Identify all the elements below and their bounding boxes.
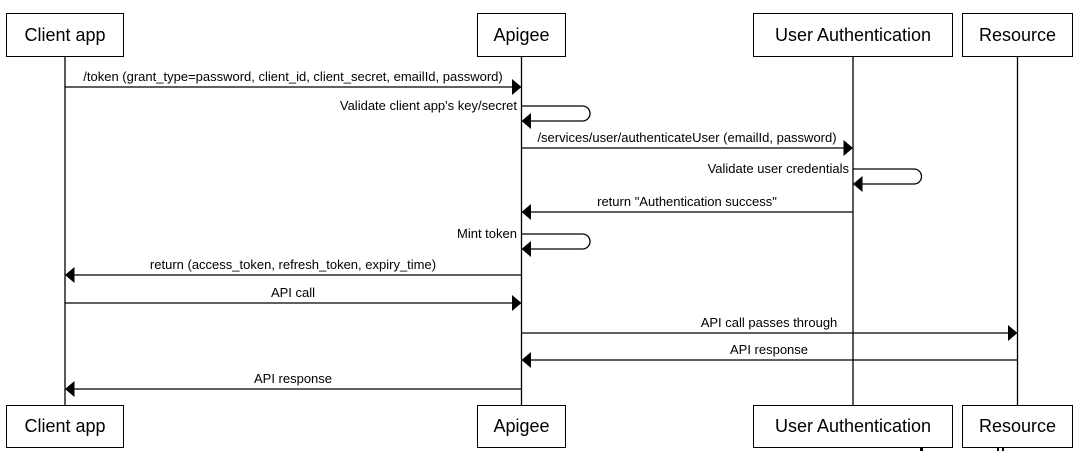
message-label-mint-token: Mint token [457,226,517,241]
message-label-api-passthrough: API call passes through [700,315,838,330]
arrowhead-left [521,241,531,257]
arrowhead-right [843,140,853,156]
actor-box-user-authentication-top: User Authentication [753,13,953,57]
arrowhead-right [512,295,522,311]
arrowhead-left [521,352,531,368]
message-label-validate-key-secret: Validate client app's key/secret [339,98,517,113]
actor-box-client-app-bottom: Client app [6,405,124,448]
actor-box-apigee-bottom: Apigee [477,405,566,448]
arrowhead-left [521,113,531,129]
message-label-auth-success: return "Authentication success" [597,194,777,209]
message-label-api-response-client: API response [253,371,333,386]
arrowhead-left [65,267,75,283]
validate-key-secret-self-call-loop [521,105,591,122]
actor-box-client-app-top: Client app [6,13,124,57]
message-label-authenticate-user: /services/user/authenticateUser (emailId… [537,130,837,145]
actor-box-resource-top: Resource [962,13,1073,57]
message-label-token-return: return (access_token, refresh_token, exp… [149,257,437,272]
actor-box-resource-bottom: Resource [962,405,1073,448]
arrowhead-right [1008,325,1018,341]
cropped-text-fragment [997,447,999,451]
validate-credentials-self-call-loop [853,168,923,185]
message-label-api-response: API response [729,342,809,357]
arrowhead-left [853,176,863,192]
message-label-api-call: API call [270,285,316,300]
message-label-token-request: /token (grant_type=password, client_id, … [83,69,503,84]
arrowhead-left [65,381,75,397]
cropped-text-fragment [1002,447,1004,451]
cropped-text-fragment [920,447,923,451]
actor-box-apigee-top: Apigee [477,13,566,57]
actor-box-user-authentication-bottom: User Authentication [753,405,953,448]
message-label-validate-credentials: Validate user credentials [707,161,849,176]
arrowhead-right [512,79,522,95]
mint-token-self-call-loop [521,233,591,250]
arrowhead-left [521,204,531,220]
